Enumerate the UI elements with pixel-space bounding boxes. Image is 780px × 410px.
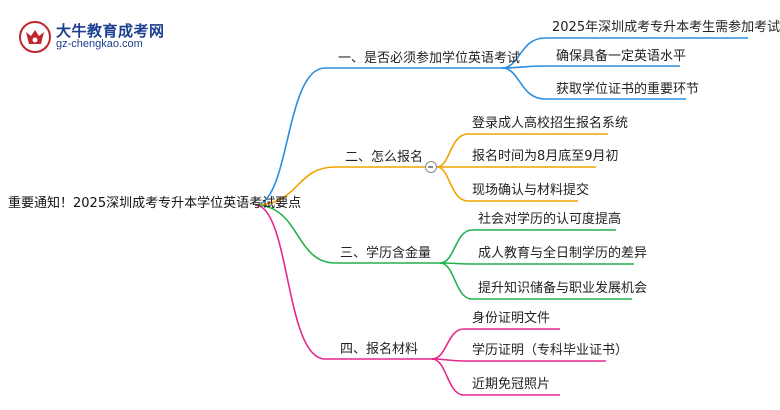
branch-node-4[interactable]: 四、报名材料 [340, 342, 419, 357]
connector-root-branch-2 [254, 166, 425, 206]
connector-branch-1-child-1 [501, 37, 748, 69]
connector-branch-3-child-3 [439, 262, 632, 300]
collapse-toggle-branch-2[interactable] [425, 161, 437, 173]
logo-title: 大牛教育成考网 [56, 22, 165, 40]
leaf-node-4-3[interactable]: 近期免冠照片 [472, 377, 551, 392]
mindmap-root-node[interactable]: 重要通知！2025深圳成考专升本学位英语考试要点 [8, 196, 302, 211]
leaf-node-3-2[interactable]: 成人教育与全日制学历的差异 [478, 246, 648, 261]
connector-branch-1-child-3 [501, 67, 686, 100]
connector-branch-4-child-3 [431, 358, 560, 396]
leaf-node-3-3[interactable]: 提升知识储备与职业发展机会 [478, 281, 648, 296]
branch-node-2[interactable]: 二、怎么报名 [345, 150, 424, 165]
branch-node-1[interactable]: 一、是否必须参加学位英语考试 [338, 51, 521, 66]
connector-branch-4-child-2 [431, 358, 606, 362]
connector-branch-1-child-2 [501, 65, 680, 69]
connector-root-branch-3 [254, 204, 440, 264]
leaf-node-2-3[interactable]: 现场确认与材料提交 [472, 183, 590, 198]
connector-branch-2-child-1 [436, 133, 608, 168]
connector-branch-3-child-2 [439, 262, 634, 265]
connector-branch-3-child-1 [439, 229, 616, 264]
leaf-node-1-3[interactable]: 获取学位证书的重要环节 [556, 82, 700, 97]
mindmap-connectors [254, 37, 748, 396]
leaf-node-3-1[interactable]: 社会对学历的认可度提高 [478, 212, 622, 227]
leaf-node-2-2[interactable]: 报名时间为8月底至9月初 [472, 149, 619, 164]
connector-branch-2-child-3 [436, 166, 578, 202]
branch-node-3[interactable]: 三、学历含金量 [340, 246, 432, 261]
site-logo[interactable]: 大牛教育成考网 gz-chengkao.com [14, 14, 184, 56]
connector-branch-4-child-1 [431, 328, 560, 360]
mindmap-canvas: 大牛教育成考网 gz-chengkao.com 重要通知！2025深圳成考专升本… [8, 14, 780, 396]
leaf-node-4-2[interactable]: 学历证明（专科毕业证书） [472, 343, 629, 358]
leaf-node-1-2[interactable]: 确保具备一定英语水平 [556, 49, 687, 64]
connector-root-branch-4 [254, 204, 432, 360]
leaf-node-4-1[interactable]: 身份证明文件 [472, 311, 551, 326]
leaf-node-1-1[interactable]: 2025年深圳成考专升本考生需参加考试 [552, 20, 780, 35]
logo-url: gz-chengkao.com [56, 38, 143, 50]
connector-root-branch-1 [254, 67, 502, 206]
bull-logo-icon [19, 21, 51, 53]
leaf-node-2-1[interactable]: 登录成人高校招生报名系统 [472, 116, 629, 131]
